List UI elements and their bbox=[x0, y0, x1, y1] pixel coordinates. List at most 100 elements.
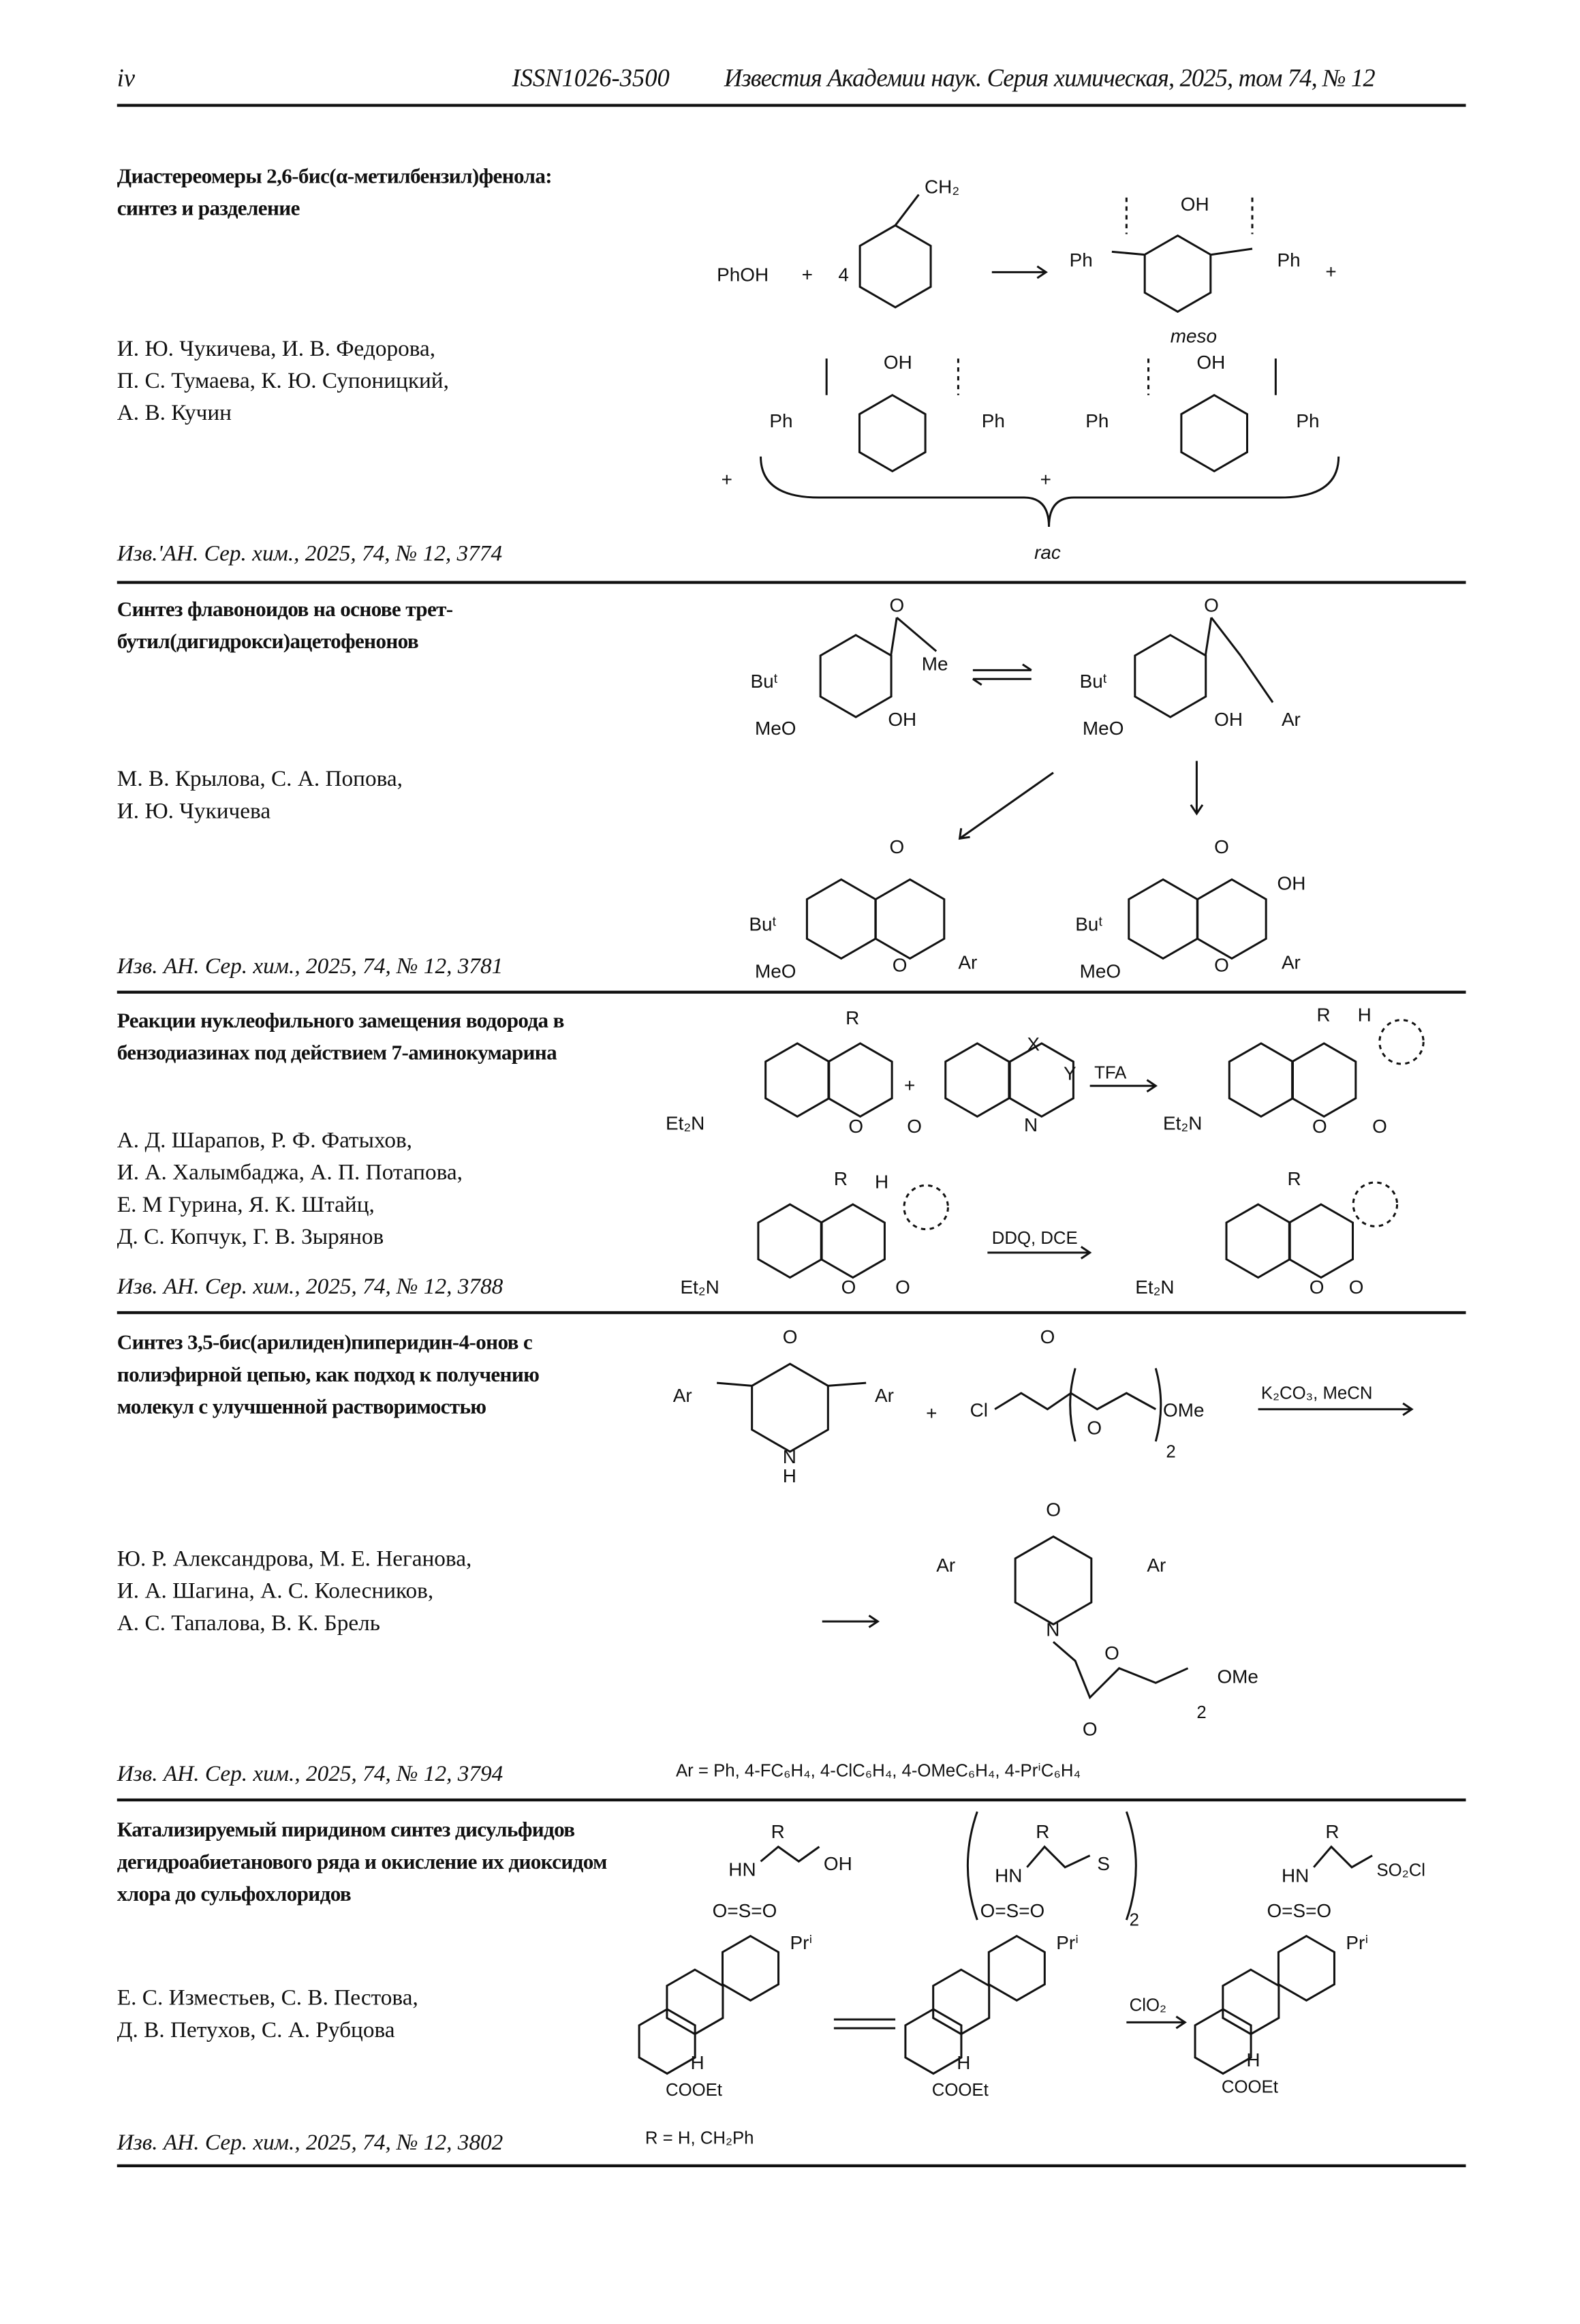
chem-label: R bbox=[1316, 1005, 1330, 1026]
chem-label: COOEt bbox=[1222, 2077, 1278, 2096]
chem-label: 2 bbox=[1196, 1703, 1206, 1722]
chem-label: O bbox=[907, 1116, 922, 1137]
chem-label: OH bbox=[884, 352, 912, 373]
chem-label: R bbox=[771, 1821, 785, 1842]
dashed-ring bbox=[1352, 1181, 1399, 1227]
article-authors: М. В. Крылова, С. А. Попова, И. Ю. Чукич… bbox=[117, 764, 403, 828]
header-rule bbox=[117, 104, 1466, 106]
chem-label: HN bbox=[995, 1865, 1022, 1886]
chem-label: O bbox=[893, 955, 908, 976]
chem-label: N bbox=[1024, 1114, 1038, 1135]
chem-label: H bbox=[1358, 1005, 1372, 1026]
chem-label: O bbox=[1046, 1499, 1061, 1520]
benzene-ring bbox=[1228, 1042, 1294, 1118]
chem-label: O bbox=[1087, 1417, 1102, 1438]
chem-label: OH bbox=[888, 709, 916, 730]
scheme-benzodiazines: R Et₂N O O + X Y N TFA R H Et₂N O O R H bbox=[666, 1005, 1425, 1298]
chem-label: Et₂N bbox=[666, 1113, 704, 1134]
article-citation[interactable]: Изв. АН. Сер. хим., 2025, 74, № 12, 3781 bbox=[117, 953, 504, 979]
scheme-disulfides: R HN OH O=S=O Prⁱ H COOEt R HN S 2 O= bbox=[638, 1811, 1425, 2148]
author-line: А. Д. Шарапов, Р. Ф. Фатыхов, bbox=[117, 1128, 413, 1153]
benzene-ring bbox=[1134, 634, 1207, 718]
chem-label: Ph bbox=[1070, 249, 1093, 271]
pyranone-ring bbox=[1288, 1203, 1354, 1279]
chem-label: + bbox=[722, 469, 732, 490]
chem-label: OH bbox=[1196, 352, 1225, 373]
benzene-ring bbox=[757, 1203, 823, 1279]
chem-label: S bbox=[1097, 1853, 1110, 1874]
article-citation[interactable]: Изв. АН. Сер. хим., 2025, 74, № 12, 3794 bbox=[117, 1762, 504, 1787]
substituent-definition: R = H, CH₂Ph bbox=[645, 2129, 754, 2148]
chem-label: + bbox=[802, 264, 813, 285]
diazine-ring bbox=[1008, 1042, 1074, 1118]
chem-label: Prⁱ bbox=[1056, 1932, 1079, 1953]
article-title[interactable]: Реакции нуклеофильного замещения водород… bbox=[117, 1009, 565, 1066]
chem-label: N bbox=[783, 1446, 796, 1467]
chem-label: Buᵗ bbox=[749, 914, 776, 935]
chem-label: Y bbox=[1064, 1063, 1076, 1084]
structure-alcohol: R HN OH O=S=O Prⁱ H COOEt bbox=[638, 1821, 852, 2100]
article-citation[interactable]: Изв. АН. Сер. хим., 2025, 74, № 12, 3802 bbox=[117, 2130, 504, 2156]
article-title[interactable]: Синтез флавоноидов на основе трет-бутил(… bbox=[117, 598, 453, 654]
structure-sulfonyl-chloride: R HN SO₂Cl O=S=O Prⁱ H COOEt bbox=[1194, 1821, 1425, 2096]
chem-label: H bbox=[783, 1465, 796, 1486]
dashed-ring bbox=[903, 1184, 949, 1231]
pyranone-ring bbox=[1196, 878, 1267, 960]
author-line: Д. С. Копчук, Г. В. Зырянов bbox=[117, 1225, 384, 1250]
chem-label: Buᵗ bbox=[751, 671, 778, 692]
chem-label: Ar bbox=[936, 1555, 955, 1576]
benzene-ring bbox=[858, 224, 932, 309]
article-title[interactable]: Синтез 3,5-бис(арилиден)пиперидин-4-онов… bbox=[117, 1331, 540, 1420]
reagent-label: ClO₂ bbox=[1130, 1996, 1166, 2015]
chem-label: COOEt bbox=[932, 2081, 989, 2100]
chem-label: 2 bbox=[1166, 1443, 1175, 1462]
author-line: Д. В. Петухов, С. А. Рубцова bbox=[117, 2017, 395, 2043]
reagent-label: DDQ, DCE bbox=[992, 1229, 1078, 1248]
chem-label: OH bbox=[824, 1853, 852, 1874]
article-citation[interactable]: Изв.'АН. Сер. хим., 2025, 74, № 12, 3774 bbox=[117, 541, 503, 566]
author-line: И. Ю. Чукичева, И. В. Федорова, bbox=[117, 336, 436, 362]
chem-label: H bbox=[875, 1172, 888, 1193]
chem-label: O bbox=[1204, 595, 1219, 616]
article-title[interactable]: Диастереомеры 2,6-бис(α-метилбензил)фено… bbox=[117, 165, 553, 221]
author-line: А. С. Тапалова, В. К. Брель bbox=[117, 1611, 380, 1636]
benzene-ring bbox=[805, 878, 877, 960]
article-citation[interactable]: Изв. АН. Сер. хим., 2025, 74, № 12, 3788 bbox=[117, 1274, 504, 1300]
chem-label: Et₂N bbox=[680, 1276, 719, 1298]
chem-label: OMe bbox=[1163, 1399, 1204, 1420]
chem-label: O bbox=[1310, 1276, 1325, 1298]
chem-label: PhOH bbox=[717, 264, 769, 285]
benzene-ring bbox=[721, 1935, 780, 2002]
author-line: И. А. Халымбаджа, А. П. Потапова, bbox=[117, 1160, 463, 1186]
author-line: Е. М Гурина, Я. К. Штайц, bbox=[117, 1192, 375, 1218]
article-title[interactable]: Катализируемый пиридином синтез дисульфи… bbox=[117, 1818, 608, 1907]
benzene-ring bbox=[1128, 878, 1198, 960]
author-line: Е. С. Изместьев, С. В. Пестова, bbox=[117, 1985, 418, 2011]
reagent-label: K₂CO₃, MeCN bbox=[1261, 1384, 1373, 1403]
chem-label: Ph bbox=[1296, 410, 1319, 431]
piperidine-ring bbox=[751, 1362, 829, 1453]
chem-label: CH₂ bbox=[925, 176, 959, 197]
chem-label: H bbox=[690, 2052, 704, 2073]
divider bbox=[117, 1798, 1466, 1801]
chem-label: OH bbox=[1277, 872, 1306, 893]
arrow-head bbox=[1036, 265, 1048, 279]
chem-label: Buᵗ bbox=[1080, 671, 1107, 692]
chem-label: Prⁱ bbox=[1346, 1932, 1368, 1953]
chem-label: O bbox=[1083, 1719, 1098, 1740]
benzene-ring bbox=[1143, 234, 1212, 314]
substituent-definition: Ar = Ph, 4-FC₆H₄, 4-ClC₆H₄, 4-OMeC₆H₄, 4… bbox=[676, 1762, 1081, 1781]
chem-label: O bbox=[1312, 1116, 1327, 1137]
page-number: iv bbox=[117, 64, 136, 93]
chem-label: O bbox=[848, 1116, 863, 1137]
chem-label: + bbox=[926, 1403, 937, 1424]
cyclohexane-ring bbox=[638, 2008, 696, 2075]
chem-label: Ph bbox=[982, 410, 1005, 431]
chem-label: Cl bbox=[970, 1399, 988, 1420]
author-line: И. А. Шагина, А. С. Колесников, bbox=[117, 1578, 434, 1604]
article-authors: А. Д. Шарапов, Р. Ф. Фатыхов, И. А. Халы… bbox=[117, 1125, 463, 1254]
chem-label: OH bbox=[1214, 709, 1243, 730]
chem-label: Ar bbox=[875, 1385, 894, 1406]
scheme-diastereomers: PhOH + 4 CH₂ OH Ph Ph + meso + OH Ph Ph … bbox=[717, 176, 1340, 563]
